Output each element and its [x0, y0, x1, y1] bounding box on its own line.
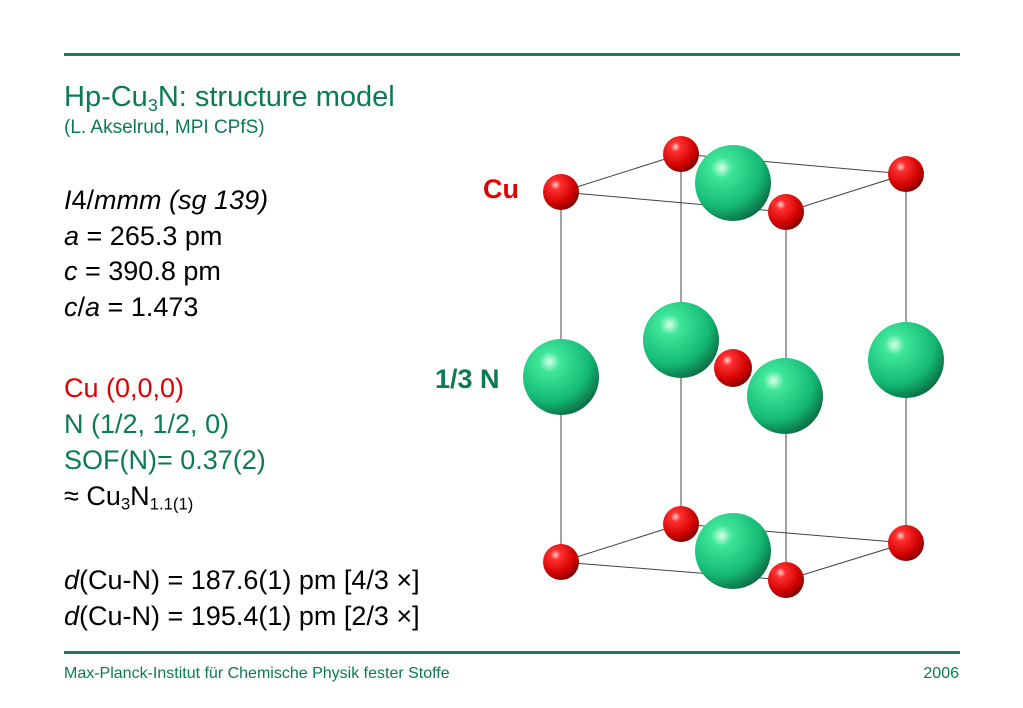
footer-institute: Max-Planck-Institut für Chemische Physik…: [64, 665, 450, 682]
site-occupancy: SOF(N)= 0.37(2): [64, 445, 266, 475]
distance-2: d(Cu-N) = 195.4(1) pm [2/3 ×]: [64, 601, 420, 631]
n-atom: [747, 358, 823, 434]
cu-atom: [543, 544, 579, 580]
n-atom: [643, 302, 719, 378]
cu-atom: [768, 194, 804, 230]
cu-atom: [543, 174, 579, 210]
cu-label: Cu: [483, 174, 519, 204]
cu-atom: [888, 525, 924, 561]
cu-atom: [663, 506, 699, 542]
param-c: c = 390.8 pm: [64, 256, 221, 286]
composition: ≈ Cu3N1.1(1): [64, 481, 194, 514]
cu-atom: [714, 349, 752, 387]
slide-title: Hp-Cu3N: structure model: [64, 81, 395, 116]
param-ca: c/a = 1.473: [64, 291, 199, 322]
bond-distances: d(Cu-N) = 187.6(1) pm [4/3 ×] d(Cu-N) = …: [64, 562, 420, 634]
cell-parameters: I4/mmm (sg 139) a = 265.3 pm c = 390.8 p…: [64, 183, 268, 325]
n-label: 1/3 N: [435, 364, 500, 394]
top-rule: [64, 53, 960, 56]
n-position: N (1/2, 1/2, 0): [64, 409, 230, 439]
bottom-rule: [64, 651, 960, 654]
distance-1: d(Cu-N) = 187.6(1) pm [4/3 ×]: [64, 565, 420, 595]
n-atom: [695, 513, 771, 589]
atom-positions: Cu (0,0,0) N (1/2, 1/2, 0) SOF(N)= 0.37(…: [64, 370, 266, 514]
space-group: I4/mmm (sg 139): [64, 185, 269, 215]
n-atom: [868, 322, 944, 398]
crystal-structure-diagram: [523, 136, 944, 598]
slide-subtitle: (L. Akselrud, MPI CPfS): [64, 117, 265, 138]
footer-year: 2006: [923, 665, 959, 682]
n-atom: [695, 145, 771, 221]
cu-atom: [768, 562, 804, 598]
cu-position: Cu (0,0,0): [64, 373, 185, 403]
cu-atom: [663, 136, 699, 172]
n-atom: [523, 339, 599, 415]
cu-atom: [888, 156, 924, 192]
param-a: a = 265.3 pm: [64, 220, 223, 251]
